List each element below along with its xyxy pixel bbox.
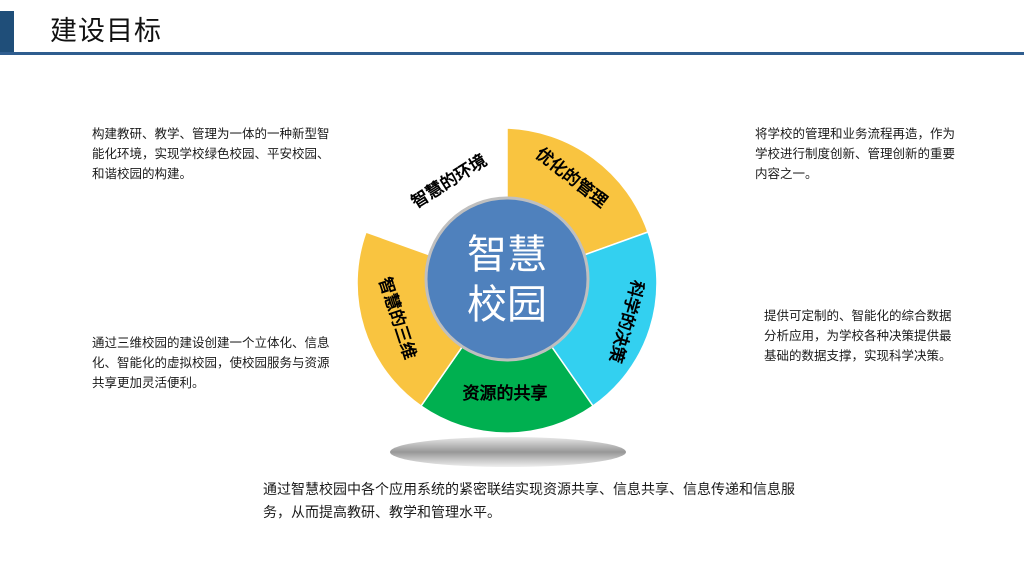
description-optimized-management: 将学校的管理和业务流程再造，作为学校进行制度创新、管理创新的重要内容之一。 [755,126,956,181]
description-smart-environment: 构建教研、教学、管理为一体的一种新型智能化环境，实现学校绿色校园、平安校园、和谐… [92,126,330,181]
diagram-shadow [390,437,626,467]
description-smart-3d: 通过三维校园的建设创建一个立体化、信息化、智能化的虚拟校园，使校园服务与资源共享… [92,335,330,390]
title-divider [0,52,1024,55]
page-title: 建设目标 [50,16,162,47]
center-hub [424,196,590,362]
description-resource-sharing: 通过智慧校园中各个应用系统的紧密联结实现资源共享、信息共享、信息传递和信息服务，… [263,482,795,521]
description-scientific-decision: 提供可定制的、智能化的综合数据分析应用，为学校各种决策提供最基础的数据支撑，实现… [764,308,952,363]
center-title-line1: 智慧 [467,232,547,278]
label-resource-sharing: 资源的共享 [463,383,548,404]
title-accent-bar [0,11,14,53]
center-title-line2: 校园 [467,282,547,328]
